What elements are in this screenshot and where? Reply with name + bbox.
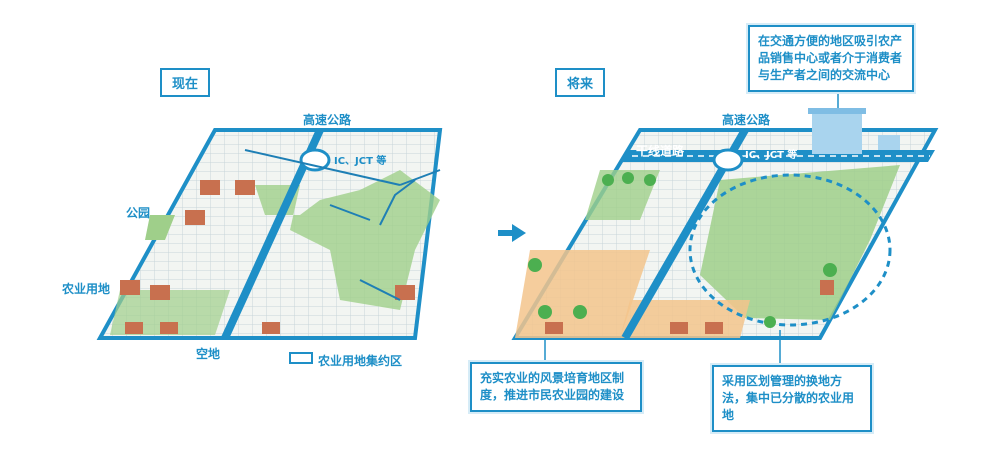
now-title: 现在 (160, 68, 211, 97)
future-map (511, 80, 939, 365)
future-highway-label: 高速公路 (722, 113, 771, 127)
now-ic-label: IC、JCT 等 (334, 156, 387, 167)
current-map (96, 128, 443, 364)
vacant-label: 空地 (196, 347, 221, 361)
farmland-label: 农业用地 (62, 282, 111, 296)
now-highway-label: 高速公路 (303, 113, 352, 127)
arrow-icon (498, 224, 526, 242)
callout-exchange-center: 在交通方便的地区吸引农产品销售中心或者介于消费者与生产者之间的交流中心 (748, 25, 914, 92)
park-label: 公园 (126, 206, 151, 220)
legend-label: 农业用地集约区 (318, 354, 403, 368)
future-title: 将来 (555, 68, 606, 97)
callout-land-consolidation: 采用区划管理的换地方法，集中已分散的农业用地 (712, 365, 872, 432)
arterial-label: 干线道路 (636, 144, 685, 158)
callout-scenic-farm: 充实农业的风景培育地区制度，推进市民农业园的建设 (470, 362, 642, 412)
future-ic-label: IC、JCT 等 (745, 150, 798, 161)
